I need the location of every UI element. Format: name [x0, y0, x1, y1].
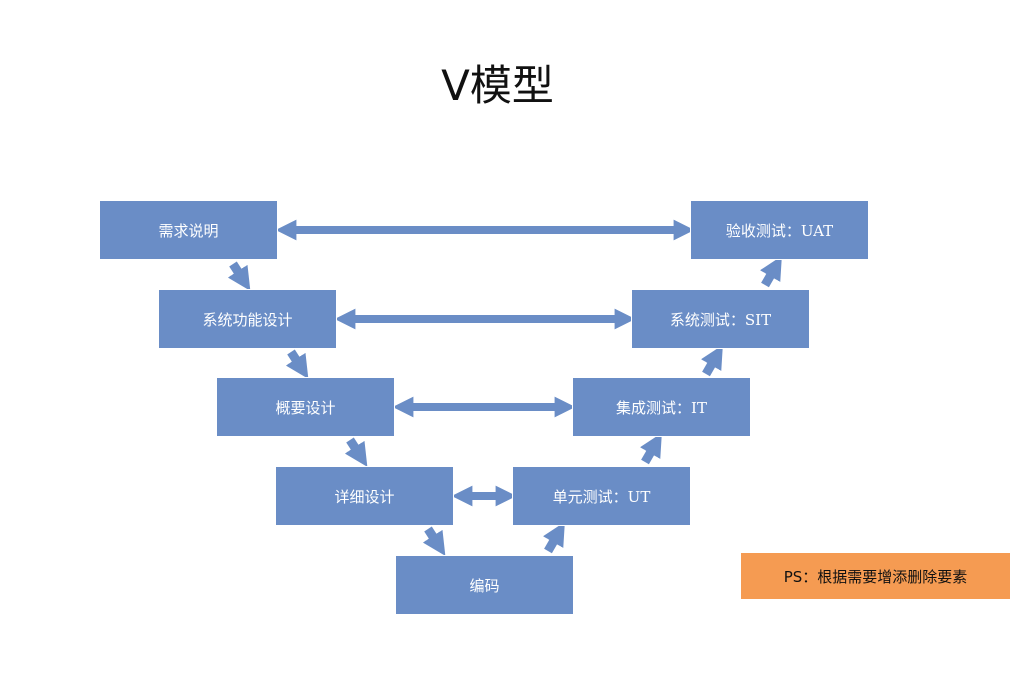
flow-arrow-outline-detail: [344, 437, 368, 467]
note-box: PS：根据需要增添删除要素: [741, 553, 1010, 599]
stage-label: 验收测试：UAT: [725, 221, 834, 240]
stage-label: 需求说明: [158, 221, 219, 240]
flow-arrow-code-ut: [543, 521, 565, 554]
stage-detail-design: 详细设计: [275, 466, 454, 526]
flow-arrow-sys-outline: [285, 349, 309, 379]
flow-arrow-detail-code: [422, 526, 446, 556]
stage-label: 系统功能设计: [202, 310, 293, 329]
page-title: V模型: [441, 61, 554, 110]
stage-coding: 编码: [395, 555, 574, 615]
stage-label: 系统测试：SIT: [669, 310, 772, 329]
stage-system-design: 系统功能设计: [158, 289, 337, 349]
stage-ut: 单元测试：UT: [512, 466, 691, 526]
flow-arrow-sit-uat: [760, 255, 782, 288]
stage-it: 集成测试：IT: [572, 377, 751, 437]
note-text: PS：根据需要增添删除要素: [783, 567, 968, 586]
stage-sit: 系统测试：SIT: [631, 289, 810, 349]
stage-requirements: 需求说明: [99, 200, 278, 260]
stage-label: 详细设计: [334, 487, 395, 506]
flow-arrow-ut-it: [640, 432, 662, 465]
stage-label: 单元测试：UT: [552, 487, 651, 506]
stage-label: 编码: [469, 576, 500, 595]
flow-arrow-it-sit: [701, 344, 723, 377]
stage-label: 概要设计: [275, 398, 336, 417]
stage-outline-design: 概要设计: [216, 377, 395, 437]
stage-uat: 验收测试：UAT: [690, 200, 869, 260]
stage-label: 集成测试：IT: [616, 398, 707, 417]
flow-arrow-req-sys: [227, 261, 251, 291]
